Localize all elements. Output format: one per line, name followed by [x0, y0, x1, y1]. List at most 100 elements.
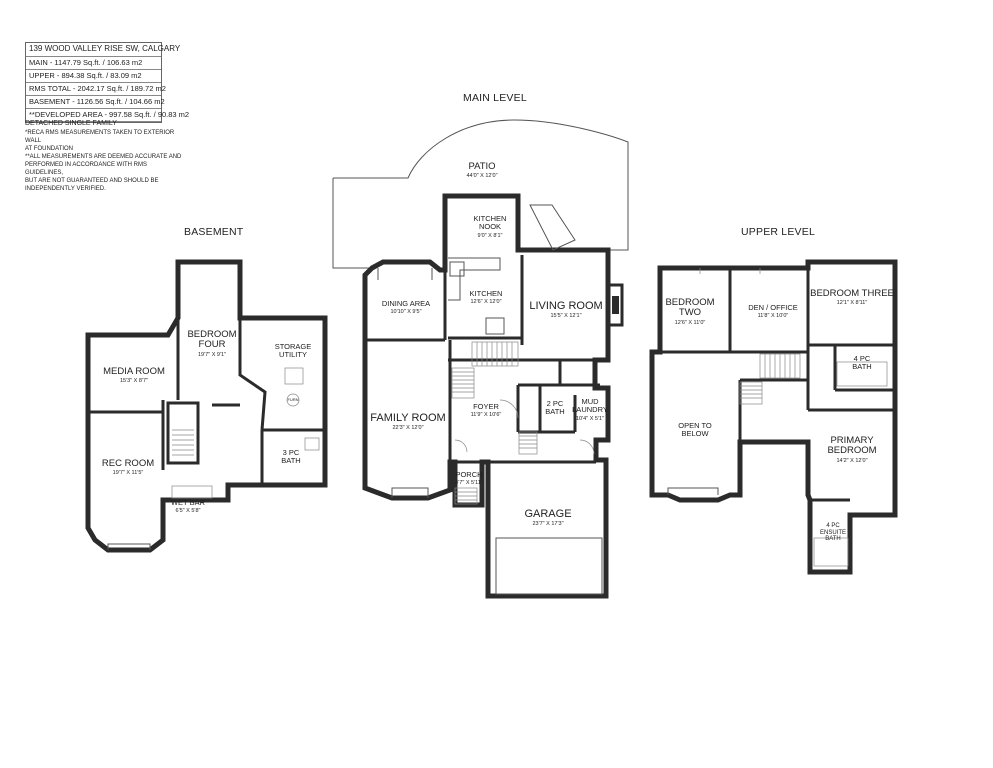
room-name: 4 PC	[826, 523, 840, 529]
main-level-plan	[332, 119, 629, 599]
room-name: BATH	[852, 362, 872, 372]
room-name: LIVING ROOM	[529, 300, 603, 312]
room-name: UTILITY	[279, 350, 307, 360]
room-name: DEN / OFFICE	[748, 303, 798, 312]
room-name: GARAGE	[524, 508, 572, 520]
room-label-storage-utility: STORAGE UTILITY	[274, 342, 312, 360]
legend-basement-area: BASEMENT - 1126.56 Sq.ft. / 104.66 m2	[26, 96, 165, 109]
room-name: FOUR	[198, 339, 226, 351]
room-name: KITCHEN	[469, 289, 503, 298]
room-label-2pc-bath: 2 PC BATH	[545, 399, 565, 417]
room-name: TWO	[678, 307, 702, 319]
room-dimensions: 9'0" X 8'1"	[477, 232, 503, 239]
room-label-foyer: FOYER 11'9" X 10'6"	[470, 402, 502, 419]
legend-rms-total: RMS TOTAL - 2042.17 Sq.ft. / 189.72 m2	[26, 83, 166, 96]
room-dimensions: 11'8" X 10'0"	[757, 313, 789, 320]
room-name: REC ROOM	[101, 458, 155, 469]
room-name: 2 PC	[546, 399, 564, 408]
basement-plan	[85, 259, 328, 553]
room-label-bedroom-two: BEDROOM TWO 12'6" X 11'0"	[665, 297, 715, 326]
room-dimensions: 44'0" X 12'0"	[466, 173, 498, 180]
room-name: ENSUITE	[819, 529, 847, 536]
room-name: PORCH	[455, 470, 483, 479]
room-label-media-room: MEDIA ROOM 15'3" X 8'7"	[103, 366, 165, 385]
room-name: BEDROOM	[665, 297, 715, 308]
room-name: BEDROOM	[827, 445, 877, 457]
room-name: 4 PC	[853, 354, 871, 363]
basement-title: BASEMENT	[184, 226, 244, 238]
upper-level-plan	[649, 259, 898, 575]
room-name: LAUNDRY	[572, 405, 608, 415]
room-label-dining-area: DINING AREA 10'10" X 9'5"	[381, 299, 431, 316]
main-exterior-wall	[362, 193, 611, 599]
room-dimensions: 12'6" X 11'0"	[674, 319, 706, 326]
room-name: FAMILY ROOM	[370, 412, 446, 424]
legend-developed-area: **DEVELOPED AREA - 997.58 Sq.ft. / 90.83…	[26, 109, 189, 123]
room-name: NOOK	[478, 222, 502, 232]
legend-property-type: DETACHED SINGLE FAMILY	[25, 120, 117, 127]
room-label-primary-bedroom: PRIMARY BEDROOM 14'2" X 12'0"	[827, 435, 877, 464]
room-dimensions: 12'1" X 8'11"	[836, 300, 868, 307]
room-name: BATH	[545, 407, 565, 417]
room-label-wet-bar: WET BAR 6'5" X 5'8"	[171, 498, 205, 514]
room-name: 3 PC	[282, 448, 300, 457]
room-label-4pc-ensuite-bath: 4 PC ENSUITE BATH	[820, 523, 846, 543]
room-name: PATIO	[468, 161, 496, 172]
room-label-4pc-bath: 4 PC BATH	[852, 354, 872, 372]
legend-note-line: *RECA RMS MEASUREMENTS TAKEN TO EXTERIOR…	[25, 130, 175, 144]
room-name: MEDIA ROOM	[103, 366, 165, 377]
patio-outline	[332, 119, 629, 269]
room-name: KITCHEN	[473, 214, 507, 223]
room-label-kitchen: KITCHEN 12'6" X 12'0"	[469, 289, 503, 306]
legend-note-line: INDEPENDENTLY VERIFIED.	[25, 186, 106, 192]
room-label-open-to-below: OPEN TO BELOW	[678, 421, 712, 439]
upper-level-title: UPPER LEVEL	[741, 226, 815, 238]
room-label-patio: PATIO 44'0" X 12'0"	[466, 161, 498, 180]
room-label-porch: PORCH 4'7" X 5'11"	[455, 470, 483, 487]
room-dimensions: 15'3" X 8'7"	[119, 378, 149, 385]
room-name: DINING AREA	[381, 299, 431, 308]
room-name: STORAGE	[274, 342, 312, 351]
room-label-kitchen-nook: KITCHEN NOOK 9'0" X 8'1"	[473, 214, 507, 239]
main-level-title: MAIN LEVEL	[463, 92, 527, 104]
room-dimensions: 22'3" X 12'0"	[392, 425, 424, 432]
room-name: BATH	[825, 536, 841, 543]
room-name: BEDROOM THREE	[810, 288, 894, 299]
furnace-label: FURN	[287, 397, 299, 402]
room-name: FOYER	[473, 402, 499, 411]
legend-address: 139 WOOD VALLEY RISE SW, CALGARY	[26, 43, 180, 57]
room-name: BELOW	[681, 429, 709, 439]
room-name: PRIMARY	[830, 435, 874, 446]
legend-upper-area: UPPER - 894.38 Sq.ft. / 83.09 m2	[26, 70, 161, 83]
room-dimensions: 15'5" X 12'1"	[550, 313, 582, 320]
room-label-family-room: FAMILY ROOM 22'3" X 12'0"	[370, 412, 445, 431]
legend-notes: DETACHED SINGLE FAMILY *RECA RMS MEASURE…	[25, 120, 185, 193]
legend-note-line: AT FOUNDATION	[25, 146, 73, 152]
room-dimensions: 19'7" X 11'5"	[112, 470, 144, 477]
room-dimensions: 19'7" X 9'1"	[197, 351, 227, 358]
room-dimensions: 11'9" X 10'6"	[470, 412, 502, 419]
room-dimensions: 10'10" X 9'5"	[390, 309, 422, 316]
room-dimensions: 23'7" X 17'3"	[532, 521, 564, 528]
room-label-mud-laundry: MUD LAUNDRY 10'4" X 5'1"	[572, 397, 608, 422]
room-dimensions: 10'4" X 5'1"	[575, 415, 605, 422]
room-dimensions: 12'6" X 12'0"	[470, 299, 502, 306]
basement-exterior-wall	[85, 259, 328, 553]
legend-main-area: MAIN - 1147.79 Sq.ft. / 106.63 m2	[26, 57, 161, 70]
room-name: BATH	[281, 456, 301, 466]
room-label-bedroom-three: BEDROOM THREE 12'1" X 8'11"	[810, 288, 894, 307]
room-dimensions: 14'2" X 12'0"	[836, 457, 868, 464]
room-label-3pc-bath: 3 PC BATH	[281, 448, 301, 466]
legend-note-line: BUT ARE NOT GUARANTEED AND SHOULD BE	[25, 178, 159, 184]
room-name: OPEN TO	[678, 421, 712, 430]
room-label-garage: GARAGE 23'7" X 17'3"	[524, 508, 571, 527]
room-dimensions: 4'7" X 5'11"	[455, 480, 483, 487]
room-label-rec-room: REC ROOM 19'7" X 11'5"	[101, 458, 155, 477]
legend-note-line: PERFORMED IN ACCORDANCE WITH RMS GUIDELI…	[25, 162, 148, 176]
area-legend-table: 139 WOOD VALLEY RISE SW, CALGARY MAIN - …	[25, 42, 189, 124]
room-label-den-office: DEN / OFFICE 11'8" X 10'0"	[748, 303, 798, 320]
room-label-bedroom-four: BEDROOM FOUR 19'7" X 9'1"	[187, 329, 236, 358]
room-label-living-room: LIVING ROOM 15'5" X 12'1"	[529, 300, 602, 319]
room-name: MUD	[581, 397, 599, 406]
